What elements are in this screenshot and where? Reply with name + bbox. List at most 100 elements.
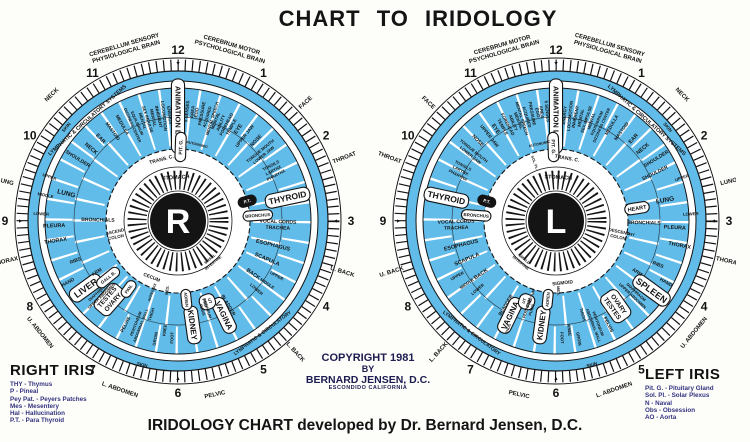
label-wedge	[211, 296, 237, 334]
label-text: UPPER	[269, 270, 284, 281]
label-text: KNEE	[161, 324, 167, 336]
iris-zone-label: UPPER	[42, 172, 57, 181]
clock-number: 9	[380, 214, 387, 228]
stomach-ring-outer	[501, 166, 611, 276]
iris-zone-label: MES.	[164, 285, 170, 295]
copyright-line: COPYRIGHT 1981	[321, 352, 415, 364]
label-wedge	[547, 131, 560, 163]
clock-number: 8	[405, 300, 412, 314]
label-text: PAN.	[124, 283, 134, 294]
label-text: 7	[467, 362, 474, 376]
marker-triangle-icon: ▲	[553, 60, 558, 66]
bottom-title: IRIDOLOGY CHART developed by Dr. Bernard…	[147, 417, 583, 434]
label-text: KNEE	[566, 324, 572, 336]
iris-zone-label: PERINEUMPUBIS	[197, 298, 213, 321]
iris-zone-label: PELVIC	[204, 390, 227, 400]
iris-zone-label: TESTESOVARY	[93, 282, 126, 317]
label-text: THROAT	[332, 151, 357, 166]
label-text: UPPER	[450, 270, 465, 281]
iris-zone-label: ANUS	[504, 323, 512, 335]
iris-zone-label: THROAT	[332, 151, 357, 166]
legend-line: Pit. G. - Pituitary Gland	[645, 385, 714, 392]
label-text: ARM	[631, 267, 643, 278]
iris-zone-label: MENTALABILITY	[210, 111, 226, 132]
iris-zone-label: EYE	[233, 123, 244, 136]
outer-sector-separators	[423, 88, 689, 354]
iris-zone-label: THORAX	[715, 256, 736, 268]
iris-zone-label: UPPER	[450, 270, 465, 281]
label-text: L. ABDOMEN	[596, 381, 634, 399]
iris-zone-label: LUNG	[0, 177, 15, 187]
label-wedge	[264, 186, 311, 209]
stomach-spokes	[127, 170, 229, 272]
clock-number: 10	[401, 129, 415, 143]
iris-zone-label: LUNG	[56, 188, 76, 199]
iris-zone-label: NECK	[44, 87, 61, 104]
iris-zone-label: THORAX	[44, 236, 68, 246]
label-text: TRANS. C.	[554, 154, 580, 164]
iris-zone-label: VOCAL CORDSTRACHEA	[259, 219, 297, 233]
iris-zone-label: KNEE	[161, 324, 167, 336]
tick-ring	[394, 59, 718, 383]
label-wedge	[477, 194, 497, 208]
iris-zone-label: THORAX	[0, 256, 19, 268]
label-text: VOCAL CORDSTRACHEA	[259, 219, 297, 233]
iris-zone-label: STOMACH	[162, 174, 190, 181]
label-text: PERINEUMPUBIS	[521, 298, 537, 321]
label-text: THORAX	[44, 236, 68, 246]
copyright-line: BERNARD JENSEN, D.C.	[305, 373, 431, 386]
iris-zone-label: INHERENTMENTAL	[571, 105, 586, 128]
label-text: 5 SENSESAREA	[183, 100, 196, 123]
iris-zone-label: PLEURA	[664, 225, 687, 232]
label-text: UPPER	[42, 172, 57, 181]
label-text: LOWER	[683, 211, 699, 217]
iris-zone-label: BRONCHIALS	[627, 220, 661, 227]
label-text: PERINEUMPUBIS	[197, 298, 213, 321]
label-text: EYE	[490, 123, 501, 136]
clock-number: 3	[726, 214, 733, 228]
label-text: ASCENDCOLON	[105, 227, 125, 241]
label-text: ENERGYLOCOMOTION	[560, 100, 574, 131]
iris-zone-label: KNEE	[566, 324, 572, 336]
label-wedge	[96, 266, 121, 289]
pupil	[528, 193, 584, 249]
iris-zone-label: ADREN	[180, 288, 193, 311]
legend-line: Sol. Pl. - Solar Plexus	[645, 392, 710, 400]
label-text: RIBS	[69, 256, 83, 266]
marker-triangle-icon: ▲	[175, 60, 180, 66]
label-text: THROAT	[377, 151, 402, 166]
clock-number: 4	[323, 300, 330, 314]
label-text: RECTUM	[527, 289, 536, 305]
label-text: PIT. G.	[549, 139, 556, 155]
iris-zone-label: PERINEUMPUBIS	[521, 298, 537, 321]
iris-zone-label: PAN.	[120, 280, 137, 298]
clock-number: 11	[464, 66, 477, 80]
label-text: 2	[323, 129, 330, 143]
label-text: BRONCHUS	[245, 212, 271, 219]
label-text: MIDDLE	[37, 191, 54, 199]
legend-line: THY - Thymus	[10, 381, 53, 388]
marker-triangle-icon: ▲	[333, 218, 339, 223]
iris-zone-label: GALL B.	[96, 266, 121, 289]
iris-zone-label: SKIN	[662, 121, 673, 133]
iris-zone-label: PLEURA	[43, 223, 65, 230]
label-text: THORAX	[715, 256, 736, 268]
label-text: ENERGYLOCOMOTION	[160, 100, 174, 131]
iris-zone-label: FACE	[298, 95, 314, 110]
right-iris-legend: RIGHT IRIS THY - Thymus P - Pineal Pey P…	[10, 362, 160, 425]
label-text: 3	[348, 214, 355, 228]
clock-number: 5	[260, 362, 267, 376]
label-text: FACE	[420, 95, 436, 110]
legend-line: Obs - Obsession	[645, 406, 696, 414]
label-text: 2	[701, 129, 708, 143]
iris-zone-label: MENTALABILITY	[508, 111, 525, 131]
clock-number: 6	[553, 386, 560, 400]
label-text: 12	[171, 43, 185, 57]
iris-zone-label: 5 SENSESAREA	[539, 100, 551, 122]
label-text: PIT. G.	[178, 139, 185, 155]
iris-zone-label: DESCENDCOLON	[608, 227, 630, 241]
label-wedge	[541, 288, 554, 311]
iris-zone-label: THIGH	[147, 307, 155, 321]
iris-zone-label: BRONCHUS	[242, 209, 274, 222]
